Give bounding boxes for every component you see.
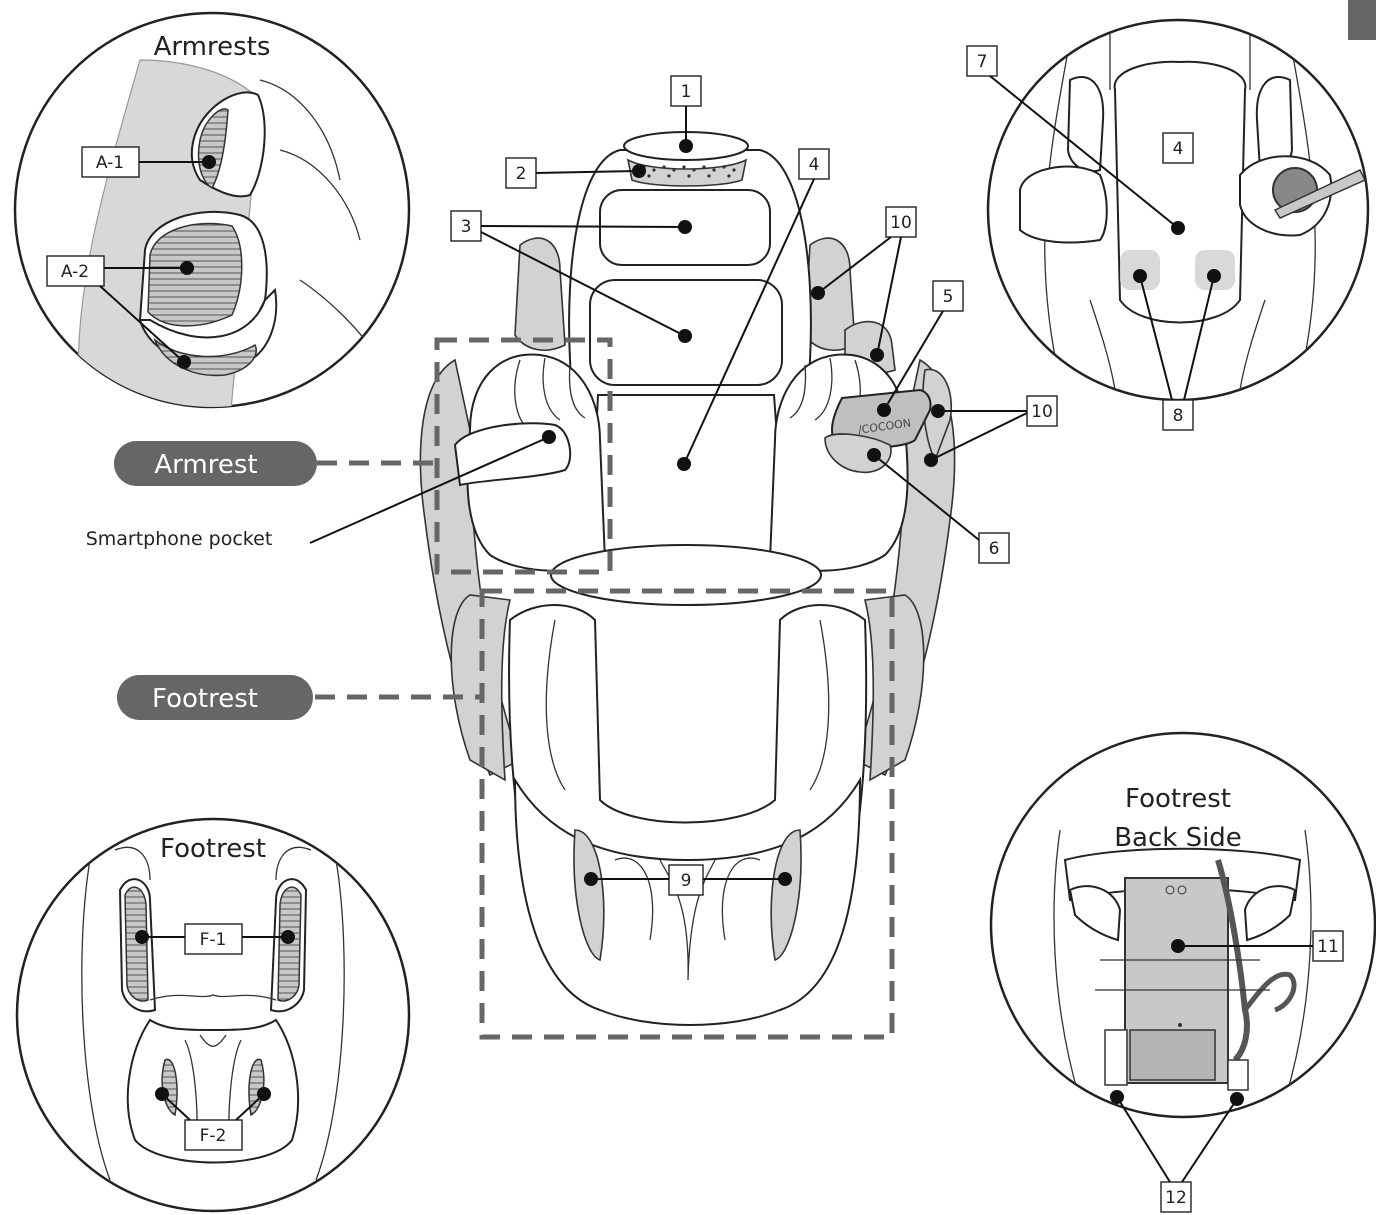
armrest-pill: Armrest <box>114 441 317 486</box>
svg-text:Back Side: Back Side <box>1114 823 1242 853</box>
svg-text:Armrests: Armrests <box>154 32 271 62</box>
footrest-pill: Footrest <box>117 675 313 720</box>
svg-text:1: 1 <box>681 82 692 102</box>
page-tab-marker <box>1348 0 1376 40</box>
svg-text:Armrest: Armrest <box>154 450 257 480</box>
svg-text:A-2: A-2 <box>61 262 89 282</box>
footrest-inset: Footrest F-1 F-2 <box>17 819 409 1211</box>
smartphone-pocket-label: Smartphone pocket <box>86 528 273 550</box>
svg-text:Footrest: Footrest <box>152 684 258 714</box>
svg-text:10: 10 <box>890 213 912 233</box>
svg-text:2: 2 <box>516 164 527 184</box>
footrest-back-side-inset: Footrest Back Side 11 12 <box>991 733 1375 1212</box>
svg-text:A-1: A-1 <box>96 153 124 173</box>
svg-text:F-2: F-2 <box>200 1126 227 1146</box>
svg-text:6: 6 <box>989 539 1000 559</box>
armrests-inset: Armrests A-1 A-2 <box>15 13 409 420</box>
backrest-inset: 7 4 8 <box>967 20 1368 430</box>
svg-text:12: 12 <box>1165 1188 1187 1208</box>
svg-text:9: 9 <box>681 871 692 891</box>
svg-text:Footrest: Footrest <box>1125 784 1231 814</box>
svg-text:3: 3 <box>461 217 472 237</box>
svg-text:7: 7 <box>977 52 988 72</box>
svg-text:5: 5 <box>943 287 954 307</box>
svg-text:4: 4 <box>809 155 820 175</box>
callout-4-inset: 4 <box>1163 133 1193 163</box>
svg-text:10: 10 <box>1031 402 1053 422</box>
svg-text:4: 4 <box>1173 139 1184 159</box>
svg-text:8: 8 <box>1173 406 1184 426</box>
svg-text:F-1: F-1 <box>200 930 227 950</box>
svg-text:Footrest: Footrest <box>160 834 266 864</box>
svg-text:11: 11 <box>1317 937 1339 957</box>
